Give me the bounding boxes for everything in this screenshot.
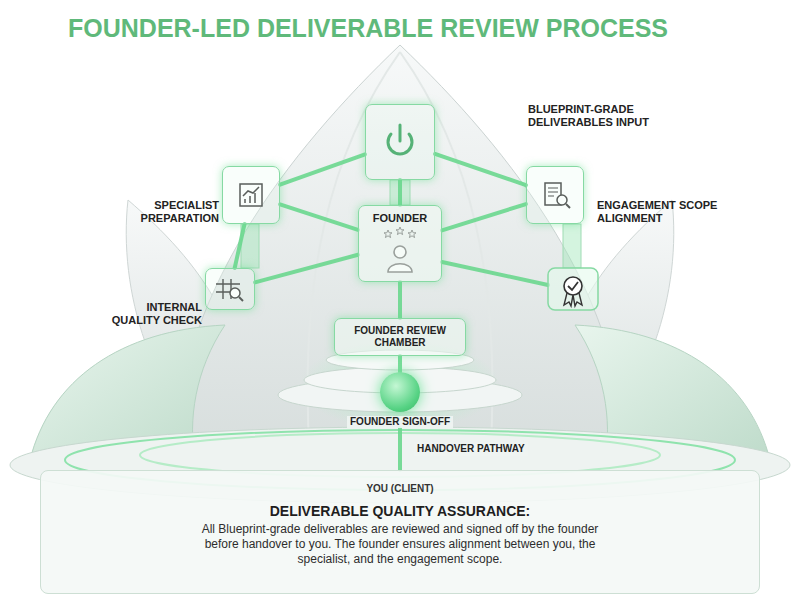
diagram-title: FOUNDER-LED DELIVERABLE REVIEW PROCESS [68,14,668,43]
glass-pod: BLUEPRINT-GRADE DELIVERABLES INPUT [365,104,435,180]
panel-body: All Blueprint-grade deliverables are rev… [195,522,605,567]
glass-pod: ENGAGEMENT SCOPE ALIGNMENT [526,166,584,224]
chamber-label: FOUNDER REVIEW CHAMBER [345,325,455,349]
client-label: YOU (CLIENT) [366,483,433,495]
light-beam [442,262,548,285]
pod-label: SPECIALIST PREPARATION [109,199,219,225]
badge-icon [564,277,582,295]
light-beam-connector [280,154,365,184]
badge-pod [548,268,598,310]
badge-icon [564,293,582,306]
light-beam-connector [398,180,402,205]
client-panel: YOU (CLIENT) DELIVERABLE QUALITY ASSURANC… [40,470,760,594]
glass-pillar [390,180,410,205]
pod-label: INTERNAL QUALITY CHECK [107,301,202,327]
panel-heading: DELIVERABLE QUALITY ASSURANCE: [270,503,531,520]
glass-pillar [563,224,581,268]
review-chamber: FOUNDER REVIEW CHAMBER [334,318,466,356]
light-beam-connector [398,428,402,470]
pod-label: ENGAGEMENT SCOPE ALIGNMENT [597,199,722,225]
pod-label: BLUEPRINT-GRADE DELIVERABLES INPUT [528,103,678,129]
badge-icon [568,282,578,290]
founder-pod: FOUNDER [358,205,442,282]
node-label: FOUNDER [369,212,431,225]
signoff-label: FOUNDER SIGN-OFF [347,416,453,428]
light-beam-connector [255,255,358,283]
light-beam-connector [442,204,526,230]
glass-pod: SPECIALIST PREPARATION [222,166,280,224]
signoff-node: FOUNDER SIGN-OFF [347,372,453,428]
light-beam-connector [235,224,245,268]
light-beam-connector [398,282,402,318]
light-beam-connector [398,356,402,372]
glass-pod: INTERNAL QUALITY CHECK [205,268,255,310]
signoff-circle [380,372,420,412]
light-beam-connector [280,204,358,229]
edge-label: HANDOVER PATHWAY [414,442,528,456]
light-beam-connector [435,154,526,185]
